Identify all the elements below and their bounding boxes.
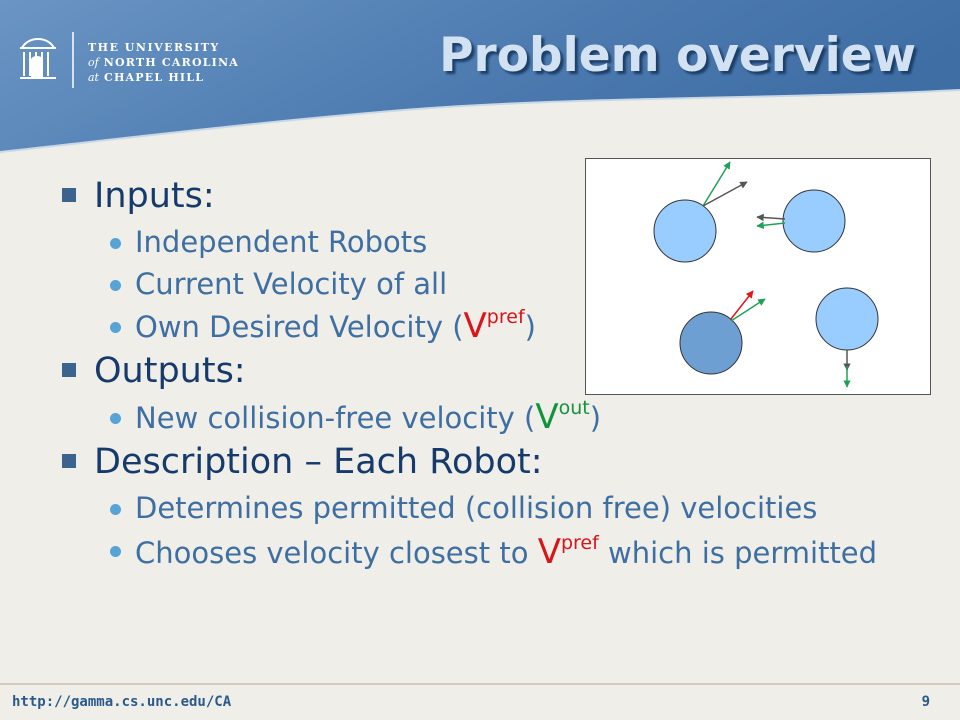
choose-velocity-suffix: which is permitted: [598, 536, 878, 570]
velocity-arrow-out: [756, 221, 786, 230]
logo-line-1: THE UNIVERSITY: [88, 41, 220, 54]
v-pref-symbol: V: [537, 532, 561, 572]
v-pref-superscript: pref: [560, 532, 599, 554]
footer-divider: [0, 683, 960, 685]
slide-title: Problem overview: [439, 28, 916, 83]
choose-velocity-prefix: Chooses velocity closest to: [135, 536, 538, 570]
robot-circle-selected: [679, 311, 743, 375]
description-item: Chooses velocity closest to Vpref which …: [60, 533, 940, 572]
velocity-arrow-current: [702, 181, 748, 207]
desired-velocity-suffix: ): [524, 310, 536, 344]
velocity-arrow-out: [702, 161, 731, 207]
footer-url: http://gamma.cs.unc.edu/CA: [12, 694, 232, 710]
header-banner: [0, 0, 960, 153]
bullet-list: Inputs: Independent Robots Current Veloc…: [60, 170, 940, 572]
outputs-item: New collision-free velocity (Vout): [60, 397, 940, 437]
v-pref-symbol: V: [463, 306, 487, 346]
v-out-superscript: out: [558, 397, 590, 419]
inputs-heading: Inputs:: [60, 174, 940, 218]
robot-circle: [653, 199, 717, 263]
inputs-item: Current Velocity of all: [60, 267, 940, 302]
diagram-frame: [585, 158, 931, 395]
logo-line-2-main: NORTH CAROLINA: [98, 56, 240, 69]
velocity-arrow-current: [756, 213, 786, 222]
v-pref-superscript: pref: [486, 306, 525, 328]
v-out-symbol: V: [535, 397, 559, 437]
new-velocity-prefix: New collision-free velocity (: [135, 401, 536, 435]
old-well-icon: [20, 38, 56, 79]
inputs-item: Independent Robots: [60, 225, 940, 260]
logo-line-3-prefix: at: [88, 71, 99, 84]
university-logo: [20, 32, 74, 88]
logo-line-2: of NORTH CAROLINA: [88, 55, 239, 70]
page-number: 9: [921, 694, 930, 710]
robot-circle: [815, 287, 879, 351]
university-name: THE UNIVERSITY of NORTH CAROLINA at CHAP…: [88, 40, 239, 85]
new-velocity-suffix: ): [589, 401, 602, 435]
outputs-heading: Outputs:: [60, 349, 940, 393]
description-heading: Description – Each Robot:: [60, 440, 940, 484]
velocity-arrow-pref: [730, 290, 754, 320]
robot-circle: [782, 189, 846, 253]
logo-line-2-prefix: of: [88, 56, 99, 69]
velocity-arrow-out: [730, 298, 766, 322]
robots-diagram: [585, 158, 931, 395]
logo-line-3-main: CHAPEL HILL: [98, 71, 205, 84]
desired-velocity-prefix: Own Desired Velocity (: [135, 310, 464, 344]
inputs-item-desired-velocity: Own Desired Velocity (Vpref): [60, 306, 940, 346]
logo-line-3: at CHAPEL HILL: [88, 70, 239, 85]
description-item: Determines permitted (collision free) ve…: [60, 491, 940, 526]
